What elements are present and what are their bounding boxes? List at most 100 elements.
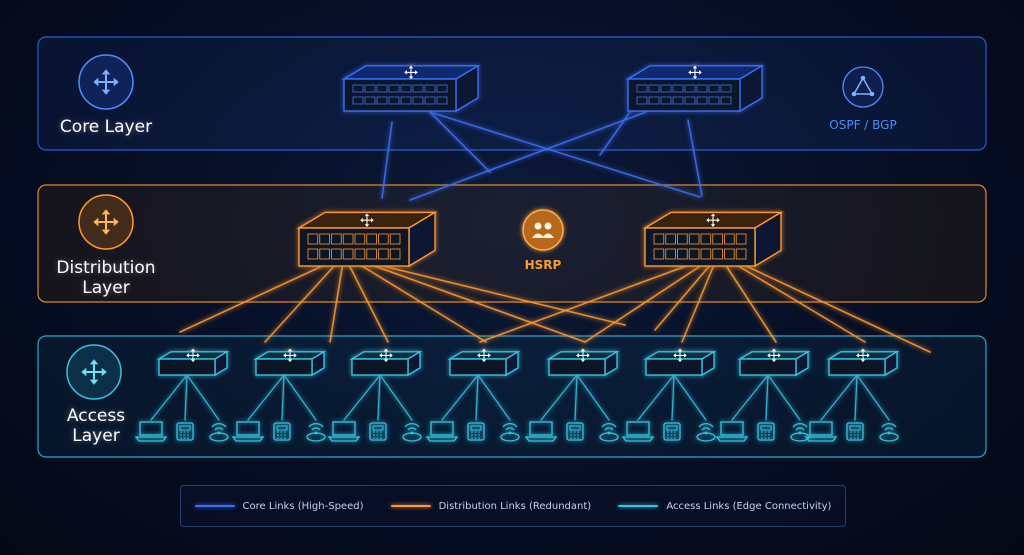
legend-item-core: Core Links (High-Speed) (194, 500, 364, 512)
access-title-line2: Layer (72, 426, 120, 446)
access-link (854, 374, 858, 421)
dist-access-link (730, 261, 866, 343)
ip-phone-icon (467, 422, 485, 441)
legend-item-distribution: Distribution Links (Redundant) (390, 500, 592, 512)
access-link (186, 374, 220, 421)
routing-triangle-icon (842, 66, 884, 108)
ip-phone-icon (566, 422, 584, 441)
access-link (576, 374, 610, 421)
ip-phone-icon (846, 422, 864, 441)
laptop-icon (524, 421, 558, 442)
distribution-layer-panel (37, 184, 987, 303)
access-switch (156, 347, 230, 377)
dist-access-link (346, 261, 389, 343)
core-dist-link (381, 121, 393, 199)
laptop-icon (134, 421, 168, 442)
core-layer-badge (78, 54, 134, 110)
dist-access-link (681, 261, 716, 343)
laptop-icon (425, 421, 459, 442)
access-link (671, 374, 675, 421)
access-link (637, 374, 675, 421)
laptop-icon (715, 421, 749, 442)
access-link (150, 374, 188, 421)
access-link (377, 374, 381, 421)
access-link (281, 374, 285, 421)
laptop-icon (804, 421, 838, 442)
core-protocol-label: OSPF / BGP (829, 118, 897, 132)
dist-access-link (362, 261, 586, 343)
access-link (379, 374, 413, 421)
wireless-ap-icon (879, 423, 899, 442)
user-group-icon (522, 209, 564, 251)
hsrp-label: HSRP (524, 258, 562, 272)
access-link (184, 374, 188, 421)
dist-access-link (479, 261, 698, 343)
access-link (765, 374, 769, 421)
dist-access-link (654, 261, 714, 331)
ip-phone-icon (176, 422, 194, 441)
access-switch (546, 347, 620, 377)
access-switch (447, 347, 521, 377)
access-link (475, 374, 479, 421)
ip-phone-icon (663, 422, 681, 441)
dist-access-link (736, 261, 931, 353)
dist-access-link (354, 261, 487, 343)
access-link (247, 374, 285, 421)
wireless-ap-icon (599, 423, 619, 442)
ip-phone-icon (369, 422, 387, 441)
access-layer-title: Access Layer (26, 406, 166, 446)
wireless-ap-icon (306, 423, 326, 442)
access-switch (826, 347, 900, 377)
core-layer-title: Core Layer (36, 117, 176, 137)
access-link (540, 374, 578, 421)
core-dist-link (429, 111, 701, 198)
core-switch (341, 64, 481, 113)
laptop-icon (621, 421, 655, 442)
access-switch (253, 347, 327, 377)
access-switch (349, 347, 423, 377)
legend-distribution-label: Distribution Links (Redundant) (438, 500, 592, 512)
distribution-switch (642, 211, 784, 268)
core-layer-title-text: Core Layer (59, 117, 153, 137)
legend-access-swatch (618, 505, 659, 507)
core-dist-link (687, 119, 703, 197)
access-link (343, 374, 381, 421)
dist-access-link (584, 261, 708, 343)
access-link (574, 374, 578, 421)
access-switch (643, 347, 717, 377)
core-dist-link (409, 111, 647, 201)
ip-phone-icon (757, 422, 775, 441)
core-dist-link (599, 111, 631, 156)
access-link (856, 374, 890, 421)
access-title-line1: Access (66, 406, 126, 426)
wireless-ap-icon (402, 423, 422, 442)
dist-access-link (179, 261, 332, 333)
core-dist-link (429, 111, 491, 173)
distribution-title-line2: Layer (82, 278, 130, 298)
dist-access-link (722, 261, 777, 343)
distribution-layer-title: Distribution Layer (36, 258, 176, 298)
wireless-ap-icon (209, 423, 229, 442)
dist-access-link (365, 261, 626, 326)
distribution-switch (296, 211, 438, 268)
legend-core-label: Core Links (High-Speed) (242, 500, 364, 512)
core-switch (625, 64, 765, 113)
wireless-ap-icon (500, 423, 520, 442)
wireless-ap-icon (696, 423, 716, 442)
access-link (767, 374, 801, 421)
distribution-layer-badge (78, 194, 134, 250)
dist-access-link (264, 261, 339, 343)
access-link (673, 374, 707, 421)
laptop-icon (327, 421, 361, 442)
ip-phone-icon (273, 422, 291, 441)
access-layer-badge (66, 344, 122, 400)
access-link (283, 374, 317, 421)
access-link (441, 374, 479, 421)
legend-item-access: Access Links (Edge Connectivity) (618, 501, 831, 512)
legend-distribution-swatch (390, 505, 431, 507)
legend-access-label: Access Links (Edge Connectivity) (666, 500, 832, 512)
legend: Core Links (High-Speed) Distribution Lin… (180, 485, 846, 527)
access-link (731, 374, 769, 421)
access-link (820, 374, 858, 421)
